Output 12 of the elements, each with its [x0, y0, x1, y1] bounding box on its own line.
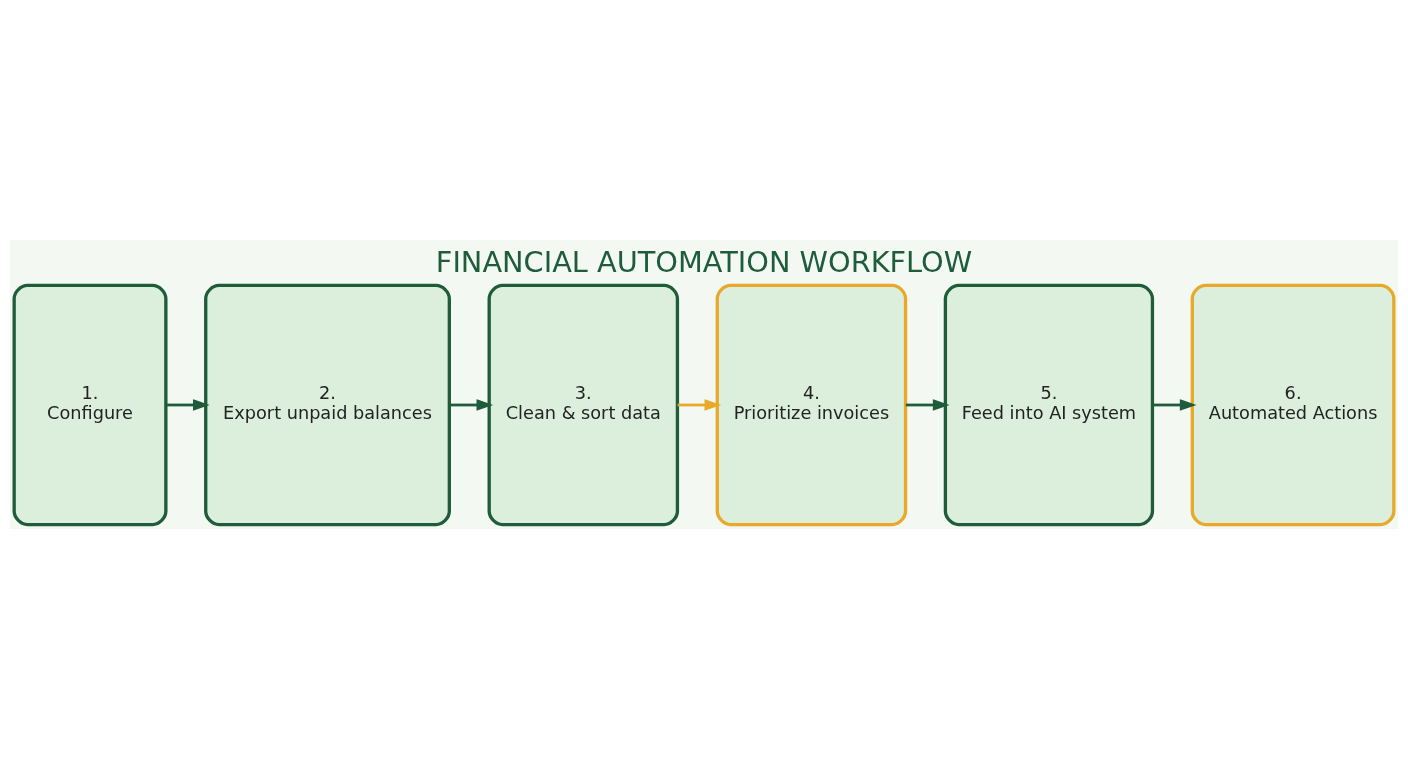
arrow — [165, 398, 210, 411]
node-box: 2. Export unpaid balances — [204, 283, 451, 526]
arrow — [449, 398, 494, 411]
diagram-title: FINANCIAL AUTOMATION WORKFLOW — [435, 244, 973, 279]
arrow — [905, 398, 950, 411]
node-box: 6. Automated Actions — [1190, 283, 1396, 526]
arrow — [677, 398, 722, 411]
node-box: 3. Clean & sort data — [487, 283, 680, 526]
node-box: 1. Configure — [12, 283, 168, 526]
node-box: 4. Prioritize invoices — [715, 283, 908, 526]
arrow — [1152, 398, 1197, 411]
node-box: 5. Feed into AI system — [943, 283, 1155, 526]
